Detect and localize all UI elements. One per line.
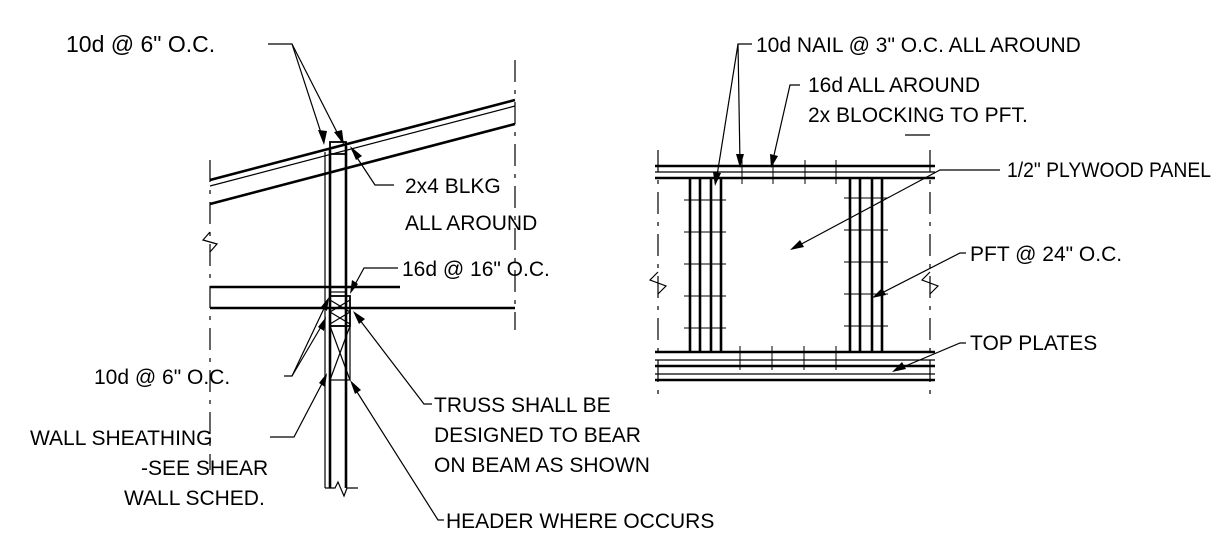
label-truss-1: TRUSS SHALL BE (434, 394, 611, 417)
leader-blocking (771, 84, 800, 165)
roof-blocking-slope (329, 141, 355, 149)
leader-nail-all-around-2 (737, 43, 741, 165)
arrow-nail-aa-2 (736, 154, 744, 168)
roof-top-chord (209, 98, 516, 182)
label-sheathing-3: WALL SCHED. (124, 487, 265, 510)
leader-top-nail (268, 43, 325, 143)
leader-truss (355, 314, 432, 405)
arrow-header (350, 380, 361, 394)
left-pft-nails (684, 199, 726, 329)
roof-top-chord-inner (209, 105, 516, 187)
label-pft: PFT @ 24" O.C. (970, 243, 1122, 266)
label-mid-nail: 16d @ 16" O.C. (402, 258, 550, 281)
label-sheathing-1: WALL SHEATHING (30, 427, 212, 450)
break-mark-r2 (920, 271, 940, 295)
arrow-top-plates (892, 362, 906, 372)
top-nail-ticks (741, 160, 837, 184)
label-sheathing-2: -SEE SHEAR (141, 457, 268, 480)
leader-low-nail-2 (291, 319, 326, 377)
header-x-2 (329, 325, 351, 381)
leader-blkg (351, 149, 394, 186)
label-blkg-2: ALL AROUND (405, 212, 537, 235)
leader-mid-nail (351, 267, 398, 291)
leader-header (351, 383, 444, 521)
leader-low-nail (284, 299, 329, 377)
label-blocking-2: 2x BLOCKING TO PFT. (808, 104, 1028, 127)
arrow-low-nail-2 (318, 317, 326, 331)
arrow-mid-nail (350, 280, 358, 294)
label-top-nail: 10d @ 6" O.C. (66, 31, 215, 57)
beam-brace-2 (329, 299, 351, 313)
arrow-top-nail-2 (334, 130, 344, 145)
bottom-nail-ticks (739, 346, 837, 370)
beam-brace-4 (329, 311, 351, 325)
roof-bottom-chord (209, 122, 516, 206)
arrow-nail-aa-1 (713, 172, 721, 186)
arrow-sheathing (319, 373, 327, 387)
arrow-top-nail-1 (318, 130, 327, 145)
label-blocking-1: 16d ALL AROUND (808, 74, 980, 97)
header-box (329, 325, 351, 381)
arrow-pft (872, 288, 886, 298)
label-blkg-1: 2x4 BLKG (405, 175, 501, 198)
leader-plywood (793, 169, 1000, 249)
leader-sheathing (270, 375, 327, 438)
arrow-blocking (770, 154, 778, 168)
break-mark-r1 (648, 271, 668, 295)
label-plywood: 1/2" PLYWOOD PANEL (1007, 159, 1211, 182)
right-detail-section: 10d NAIL @ 3" O.C. ALL AROUND 16d ALL AR… (648, 34, 1211, 400)
arrow-low-nail-1 (321, 297, 329, 311)
leader-top-plates (895, 342, 966, 371)
label-truss-3: ON BEAM AS SHOWN (434, 454, 650, 477)
label-top-plates: TOP PLATES (970, 332, 1097, 355)
arrow-truss (353, 311, 365, 324)
break-mark-bottom (325, 480, 358, 498)
left-detail-section: 10d @ 6" O.C. 2x4 BLKG ALL AROUND 16d @ … (30, 31, 714, 533)
label-header: HEADER WHERE OCCURS (446, 510, 714, 533)
leader-top-nail-2 (291, 43, 343, 143)
label-truss-2: DESIGNED TO BEAR (434, 424, 641, 447)
right-pft-nails (844, 197, 888, 327)
arrow-blkg (350, 146, 362, 160)
break-mark-left (201, 231, 219, 253)
leader-nail-all-around (715, 43, 752, 183)
label-nail-all-around: 10d NAIL @ 3" O.C. ALL AROUND (756, 34, 1081, 57)
arrow-plywood (790, 240, 804, 250)
leader-pft (875, 252, 966, 297)
label-low-nail: 10d @ 6" O.C. (94, 366, 230, 389)
